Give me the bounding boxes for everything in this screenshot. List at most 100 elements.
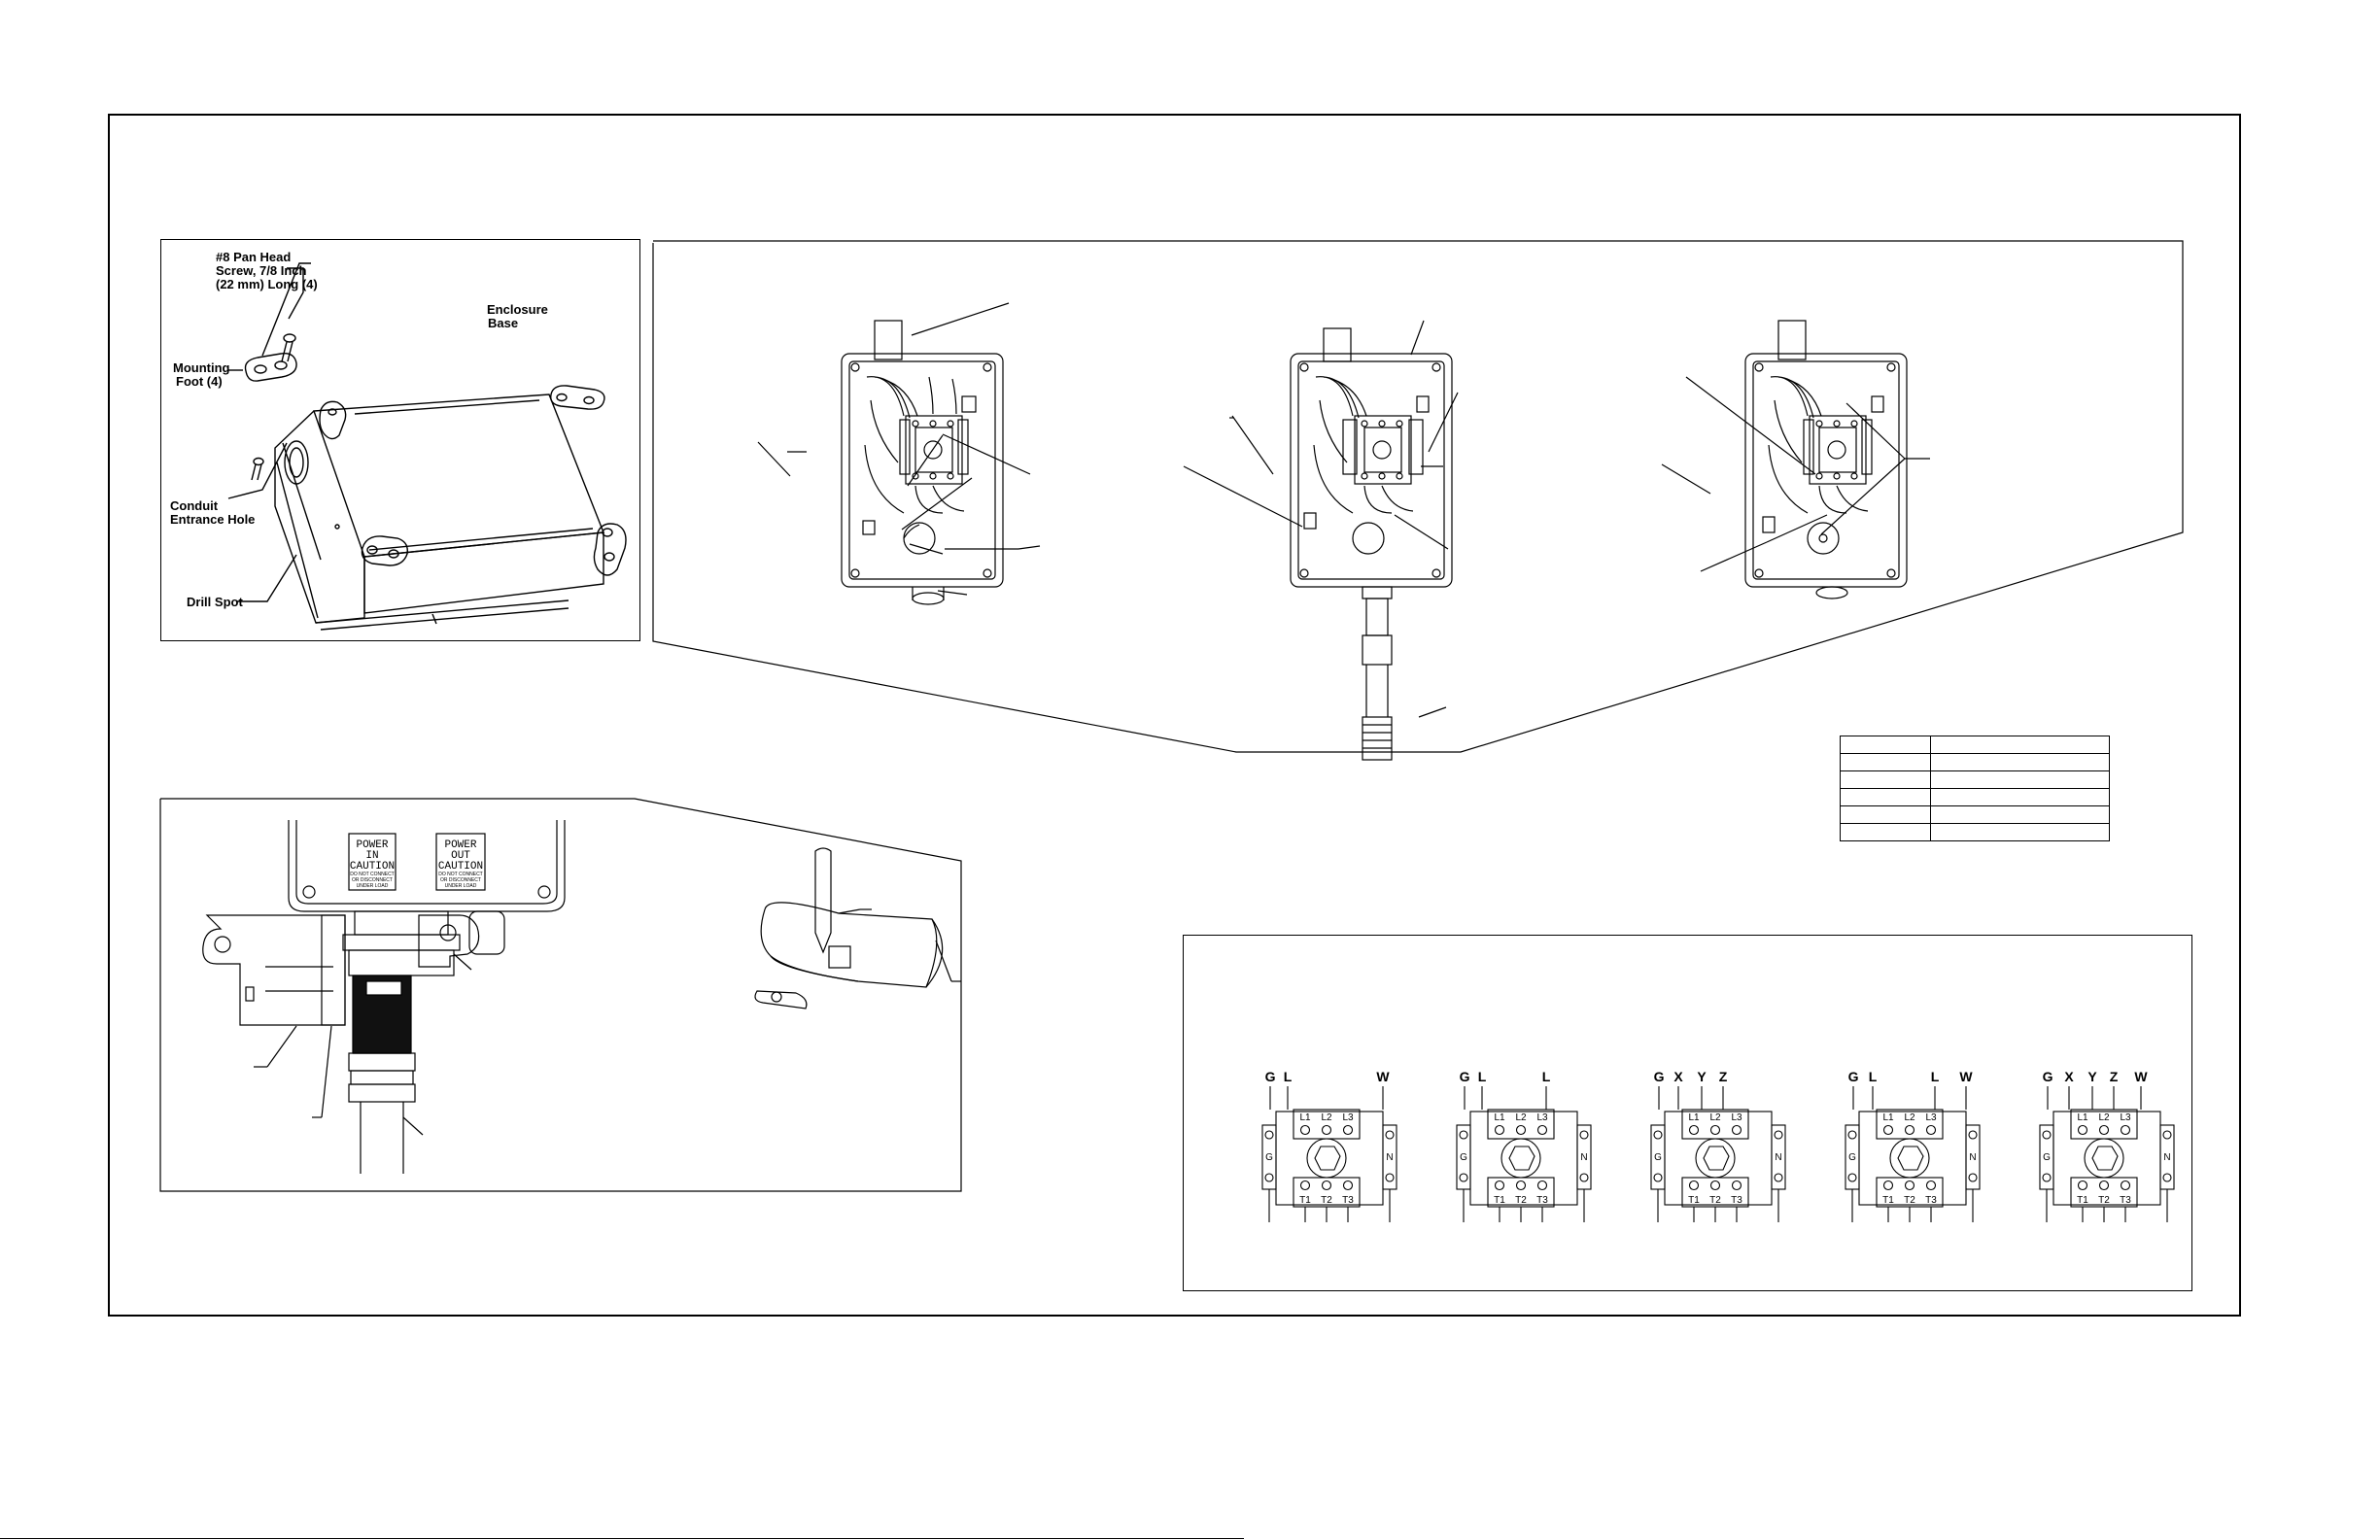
bottom-terminal-label: T3: [1536, 1195, 1548, 1206]
sticker-in-fine: DO NOT CONNECT: [350, 872, 394, 877]
block-label: L1: [1688, 1112, 1700, 1123]
terminal-letter: G: [1848, 1069, 1859, 1084]
block-label: L1: [1299, 1112, 1311, 1123]
enclosure-top-face: [313, 394, 604, 558]
bottom-terminal-label: T3: [1925, 1195, 1937, 1206]
bottom-terminal-label: T1: [1882, 1195, 1894, 1206]
screwdriver-icon: [814, 847, 832, 954]
mounting-panel: [160, 239, 640, 641]
mounting-foot-label: Mounting Foot (4): [173, 361, 229, 389]
sticker-in-line: IN: [365, 850, 378, 862]
terminal-letter: L: [1284, 1069, 1293, 1084]
block-label: L3: [1342, 1112, 1354, 1123]
conduit-hole-line: Entrance Hole: [170, 512, 256, 527]
conduit-hole-line: Conduit: [170, 498, 219, 513]
terminal-screw-icon: [2162, 1173, 2172, 1182]
switch-body: [2052, 1111, 2161, 1206]
rotary-knob-icon: [1500, 1138, 1541, 1179]
sticker-in-line: POWER: [356, 839, 388, 851]
enclosure-base-label: Enclosure Base: [487, 303, 548, 330]
side-letter-left: G: [1460, 1152, 1467, 1163]
terminal-screw-icon: [1904, 1124, 1915, 1136]
receptacle-panel: [159, 798, 962, 1192]
terminal-screw-icon: [1579, 1173, 1589, 1182]
side-letter-left: G: [1654, 1152, 1662, 1163]
switch-body: [1858, 1111, 1967, 1206]
side-letter-right: N: [1386, 1152, 1393, 1163]
terminal-screw-icon: [1515, 1180, 1527, 1191]
panel-outline: [159, 798, 962, 1192]
side-letter-right: N: [1775, 1152, 1781, 1163]
side-letter-left: G: [1848, 1152, 1856, 1163]
side-letter-right: N: [1969, 1152, 1976, 1163]
bottom-terminal-label: T1: [1494, 1195, 1505, 1206]
terminal-screw-icon: [1774, 1130, 1783, 1140]
knob-shaft-icon: [1703, 1146, 1730, 1171]
terminal-letter: Y: [2087, 1069, 2097, 1084]
enclosure-base-line: Enclosure: [487, 302, 548, 317]
sticker-out-fine: OR DISCONNECT: [440, 877, 481, 883]
knob-shaft-icon: [1314, 1146, 1341, 1171]
sticker-out-line: POWER: [444, 839, 476, 851]
conduit-leader: [227, 442, 288, 499]
terminal-screw-icon: [1579, 1130, 1589, 1140]
terminal-screw-icon: [1882, 1124, 1894, 1136]
block-label: L2: [1515, 1112, 1527, 1123]
callout-outline: [652, 240, 2184, 753]
terminal-screw-icon: [1299, 1124, 1311, 1136]
block-label: L2: [1904, 1112, 1915, 1123]
conduit-hole-icon: [284, 440, 309, 485]
terminal-letter: W: [1959, 1069, 1973, 1084]
bottom-terminal-label: T1: [2077, 1195, 2088, 1206]
sticker-out-fine: DO NOT CONNECT: [438, 872, 482, 877]
mounting-foot-icon: [550, 385, 605, 410]
terminal-screw-icon: [1536, 1124, 1548, 1136]
power-in-sticker: [348, 833, 397, 891]
terminal-screw-icon: [1688, 1124, 1700, 1136]
terminal-screw-icon: [1321, 1180, 1332, 1191]
drill-leader: [236, 554, 297, 602]
terminal-screw-icon: [1847, 1173, 1857, 1182]
bottom-terminal-label: T3: [1342, 1195, 1354, 1206]
terminal-screw-icon: [1385, 1173, 1395, 1182]
terminal-letter: Y: [1697, 1069, 1707, 1084]
terminal-screw-icon: [1385, 1130, 1395, 1140]
bottom-terminal-label: T2: [2098, 1195, 2110, 1206]
screw-label-line: Screw, 7/8 Inch: [216, 263, 307, 278]
terminal-screw-icon: [2042, 1130, 2052, 1140]
bottom-terminal-label: T2: [1904, 1195, 1915, 1206]
terminal-letter: G: [1654, 1069, 1665, 1084]
pan-head-screw-icon: [281, 333, 296, 362]
enclosure-isometric-drawing: [227, 262, 627, 631]
enclosure-base-line: Base: [488, 316, 519, 330]
terminal-screw-icon: [1653, 1173, 1663, 1182]
mounting-foot-line: Mounting: [173, 360, 230, 375]
terminal-screw-icon: [1494, 1180, 1505, 1191]
terminal-screw-icon: [1536, 1180, 1548, 1191]
terminal-screw-icon: [1925, 1124, 1937, 1136]
rotary-knob-icon: [1695, 1138, 1736, 1179]
terminal-screw-icon: [1709, 1180, 1721, 1191]
terminal-letter: L: [1931, 1069, 1940, 1084]
mounting-foot-line: Foot (4): [176, 374, 223, 389]
table-row: [1840, 736, 2110, 754]
sticker-out-line: CAUTION: [438, 861, 483, 873]
terminal-letter: X: [1673, 1069, 1683, 1084]
knob-shaft-icon: [1897, 1146, 1924, 1171]
terminal-letter: G: [1460, 1069, 1470, 1084]
screw-label-line: #8 Pan Head: [216, 250, 292, 264]
terminal-screw-icon: [1264, 1130, 1274, 1140]
block-label: L3: [1925, 1112, 1937, 1123]
terminal-screw-icon: [2120, 1124, 2131, 1136]
rotary-knob-icon: [1889, 1138, 1930, 1179]
terminal-screw-icon: [2077, 1124, 2088, 1136]
terminal-screw-icon: [1688, 1180, 1700, 1191]
sticker-in-fine: OR DISCONNECT: [352, 877, 393, 883]
bottom-terminal-label: T3: [1731, 1195, 1742, 1206]
terminal-screw-icon: [2042, 1173, 2052, 1182]
terminal-letter: G: [2043, 1069, 2053, 1084]
enclosure-front-face: [363, 531, 604, 614]
rotary-knob-icon: [2084, 1138, 2124, 1179]
